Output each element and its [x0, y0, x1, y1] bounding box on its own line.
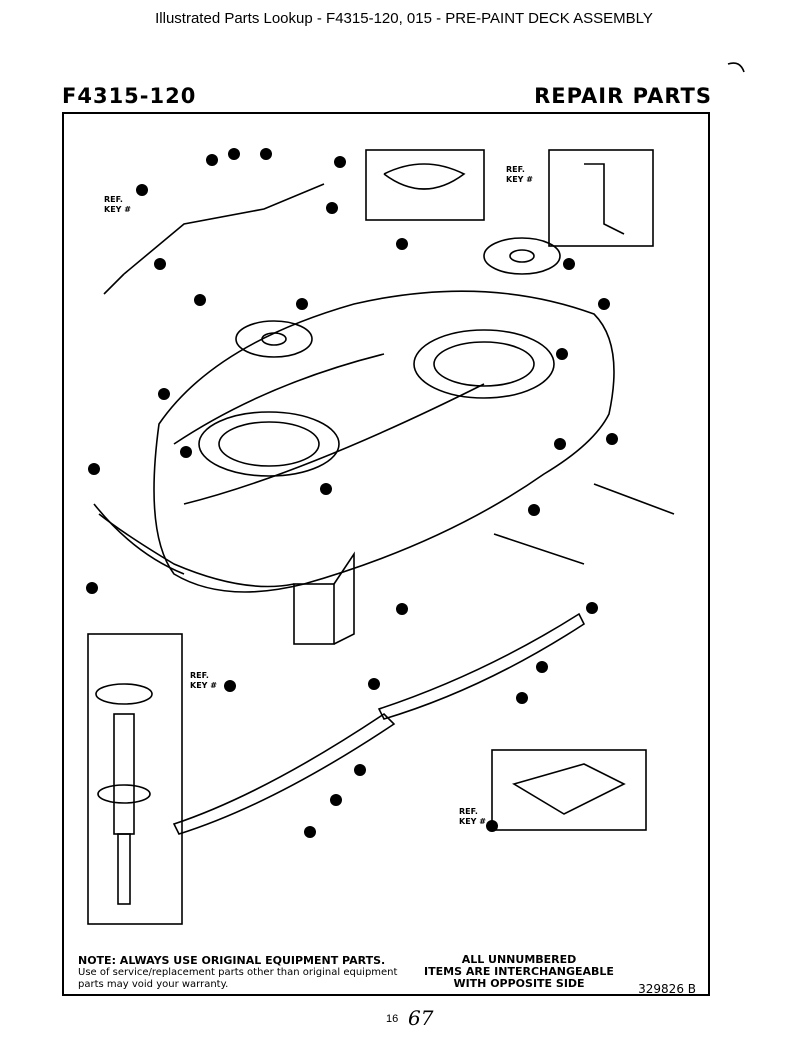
front-bumper-rod	[98, 513, 295, 588]
key-marker	[368, 678, 380, 690]
parts-diagram-frame: REF. KEY # REF. KEY # REF. KEY # REF. KE…	[62, 112, 710, 996]
key-marker	[556, 348, 568, 360]
document-section-title: REPAIR PARTS	[534, 84, 712, 108]
key-marker	[598, 298, 610, 310]
callout-ref-label: REF.	[506, 165, 525, 174]
callout-ref-label: REF.	[190, 671, 209, 680]
callout-ref-label: REF.	[459, 807, 478, 816]
key-marker	[206, 154, 218, 166]
key-marker	[304, 826, 316, 838]
key-marker	[88, 463, 100, 475]
mounting-bracket	[293, 583, 335, 645]
unnumbered-line-2: ITEMS ARE INTERCHANGEABLE	[424, 965, 614, 978]
key-marker	[354, 764, 366, 776]
bracket-detail-inset	[548, 149, 654, 247]
mower-deck-shell	[153, 290, 615, 593]
key-marker	[136, 184, 148, 196]
handwritten-mark: 67	[408, 1006, 434, 1030]
key-marker	[396, 238, 408, 250]
key-marker	[330, 794, 342, 806]
corner-mark	[727, 62, 745, 73]
warranty-note-title: NOTE: ALWAYS USE ORIGINAL EQUIPMENT PART…	[78, 954, 386, 967]
key-marker	[260, 148, 272, 160]
page-number: 16	[386, 1013, 399, 1025]
unnumbered-line-3: WITH OPPOSITE SIDE	[453, 977, 585, 990]
key-marker	[228, 148, 240, 160]
key-marker	[224, 680, 236, 692]
key-marker	[554, 438, 566, 450]
deck-assembly-diagram: REF. KEY # REF. KEY # REF. KEY # REF. KE…	[86, 148, 675, 925]
idler-pulley	[235, 320, 313, 358]
unnumbered-line-1: ALL UNNUMBERED	[461, 953, 577, 966]
key-marker	[563, 258, 575, 270]
key-marker	[536, 661, 548, 673]
left-spindle-opening	[198, 411, 340, 477]
key-marker	[396, 603, 408, 615]
blade-left	[172, 712, 396, 835]
unnumbered-items-note: ALL UNNUMBERED ITEMS ARE INTERCHANGEABLE…	[424, 954, 614, 990]
blade-right	[377, 612, 586, 720]
spindle-pulley-right	[483, 237, 561, 275]
callout-key-label: KEY #	[190, 681, 217, 690]
key-marker	[320, 483, 332, 495]
key-marker	[528, 504, 540, 516]
key-marker	[180, 446, 192, 458]
key-marker	[334, 156, 346, 168]
lift-link	[123, 183, 325, 275]
callout-key-label: KEY #	[459, 817, 486, 826]
key-marker	[606, 433, 618, 445]
key-marker	[296, 298, 308, 310]
callout-key-label: KEY #	[506, 175, 533, 184]
spindle-inset-box	[87, 633, 183, 925]
key-marker	[158, 388, 170, 400]
document-code: F4315-120	[62, 84, 197, 108]
key-marker	[516, 692, 528, 704]
warranty-note-body: Use of service/replacement parts other t…	[78, 967, 398, 990]
callout-key-label: KEY #	[104, 205, 131, 214]
callout-ref-label: REF.	[104, 195, 123, 204]
key-marker	[194, 294, 206, 306]
page-header-title: Illustrated Parts Lookup - F4315-120, 01…	[155, 10, 653, 27]
belt-detail-inset	[365, 149, 485, 221]
key-marker	[586, 602, 598, 614]
bracket-detail-inset-lower	[491, 749, 647, 831]
rear-arm	[593, 483, 675, 515]
key-marker	[486, 820, 498, 832]
right-spindle-opening	[413, 329, 555, 399]
key-marker	[326, 202, 338, 214]
key-marker	[86, 582, 98, 594]
drawing-number: 329826 B	[638, 982, 696, 996]
key-marker	[154, 258, 166, 270]
